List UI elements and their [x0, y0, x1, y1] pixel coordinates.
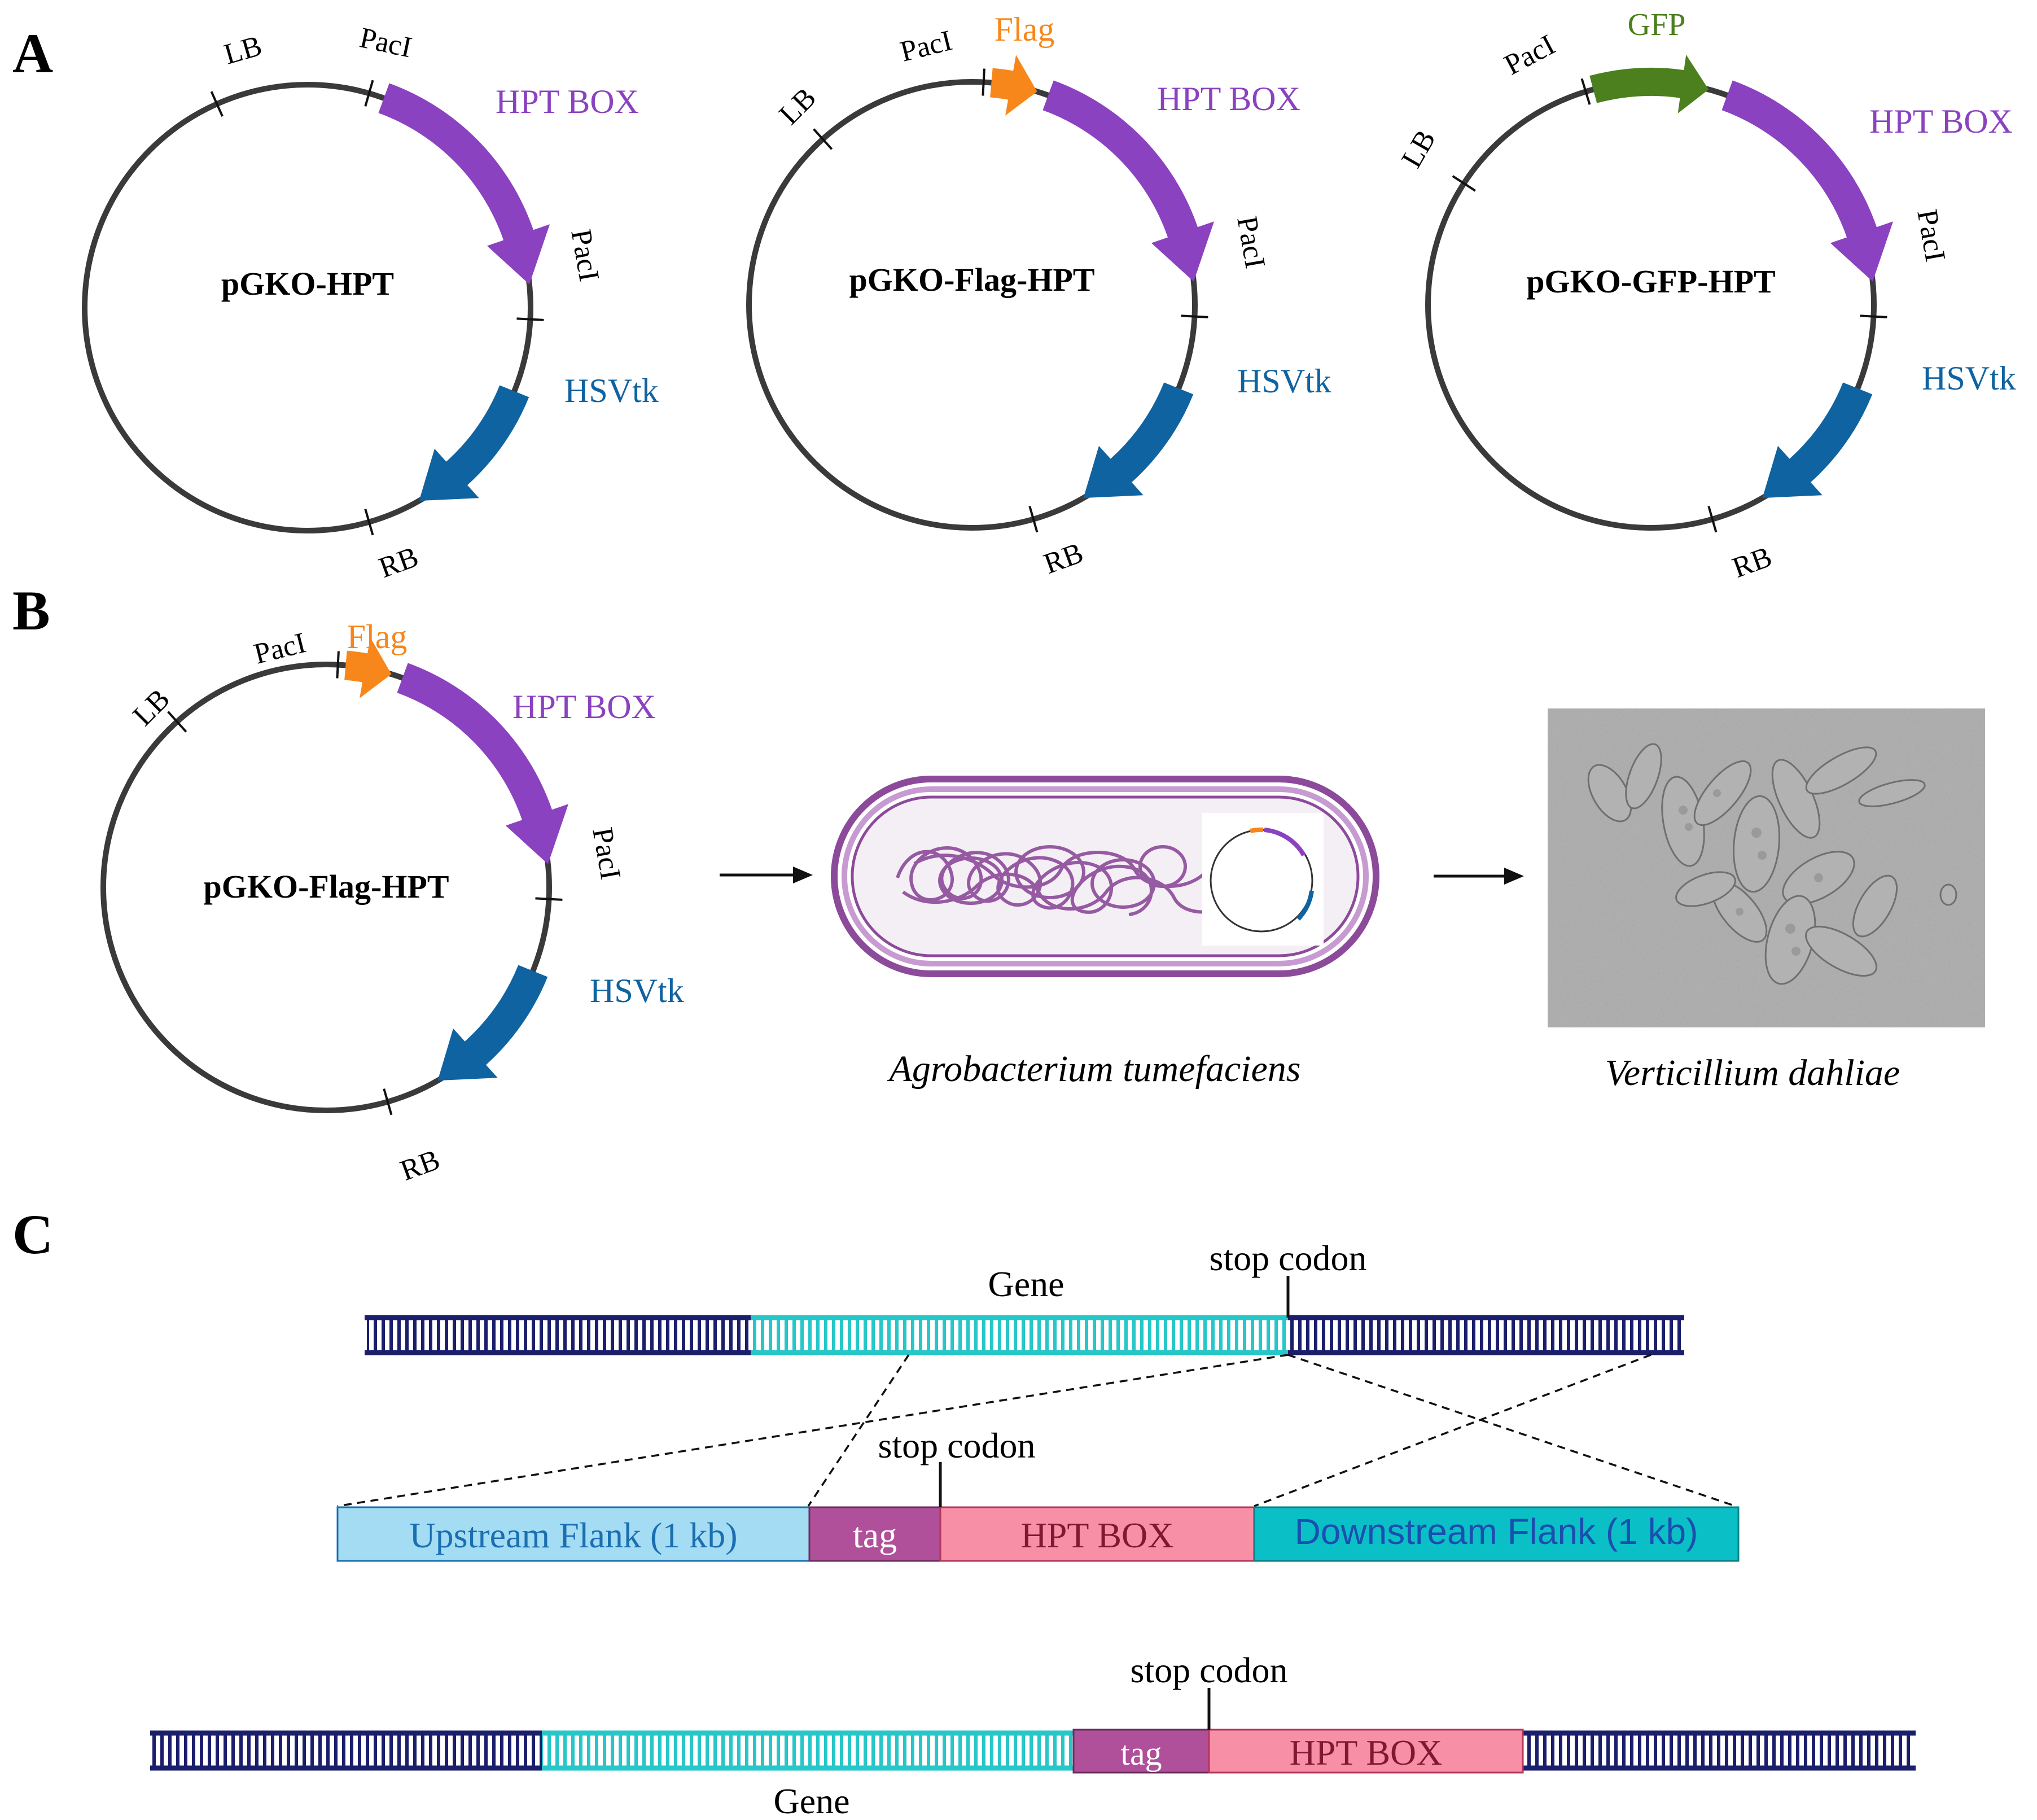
flag-label: Flag [995, 11, 1055, 48]
flag-arrow [990, 55, 1037, 116]
hpt-box-arrow [397, 663, 569, 864]
agrobacterium-cell [831, 776, 1379, 977]
plasmid-name: pGKO-GFP-HPT [1526, 263, 1775, 300]
result-tag-label: tag [1120, 1735, 1162, 1772]
paci-site-label-2: PacI [1911, 207, 1951, 264]
rb-site-tick [1028, 506, 1039, 533]
lb-site-tick [813, 128, 833, 150]
gfp-label: GFP [1628, 7, 1686, 42]
downstream-flank-box [1253, 1506, 1740, 1562]
plasmid-pgko-gfp-hpt: pGKO-GFP-HPT GFP HPT BOX HSVtk LB PacI P… [1395, 7, 2016, 584]
paci-site-tick-2 [516, 317, 544, 321]
plasmid-pgko-flag-hpt-b: pGKO-Flag-HPT Flag HPT BOX HSVtk LB PacI… [100, 618, 684, 1187]
verticillium-micrograph [1548, 708, 1985, 1027]
plasmid-name: pGKO-HPT [221, 265, 394, 302]
hsvtk-label: HSVtk [1922, 360, 2016, 397]
rb-site-label: RB [1728, 541, 1776, 584]
rb-site-label: RB [375, 541, 423, 584]
hpt-box [939, 1506, 1255, 1562]
rb-site-tick [364, 509, 374, 536]
downstream-flank-label: Downstream Flank (1 kb) [1295, 1511, 1698, 1552]
upstream-flank-label: Upstream Flank (1 kb) [409, 1515, 737, 1555]
hsvtk-arrow [1762, 382, 1873, 498]
plasmid-pgko-flag-hpt: pGKO-Flag-HPT Flag HPT BOX HSVtk LB PacI… [746, 11, 1331, 580]
hpt-box-arrow [1042, 80, 1215, 282]
paci-site-tick-1 [1580, 78, 1591, 105]
paci-site-label-2: PacI [564, 227, 605, 284]
paci-site-tick-2 [1860, 314, 1887, 318]
result-hpt-box [1208, 1729, 1524, 1774]
hsvtk-arrow [437, 965, 548, 1081]
tag-label: tag [853, 1515, 897, 1555]
mini-plasmid [1202, 813, 1324, 946]
paci-site-tick-2 [1181, 314, 1208, 318]
genome-stop-codon-label: stop codon [1209, 1238, 1366, 1278]
paci-site-tick-2 [535, 897, 563, 901]
rb-site-tick [1707, 506, 1718, 533]
lb-site-label: LB [221, 30, 266, 71]
paci-site-label-2: PacI [586, 825, 627, 882]
hpt-box-label: HPT BOX [1869, 103, 2013, 140]
gfp-arrow [1589, 54, 1709, 113]
lb-site-tick [210, 91, 224, 117]
hsvtk-label: HSVtk [564, 372, 659, 409]
construct-stop-codon-label: stop codon [878, 1425, 1035, 1465]
paci-site-label-1: PacI [897, 24, 955, 68]
result-tag-box [1072, 1729, 1210, 1774]
upstream-flank-box [336, 1506, 811, 1562]
rb-site-label: RB [396, 1144, 444, 1187]
hsvtk-label: HSVtk [1237, 362, 1331, 400]
genome-dna-track [365, 1276, 1684, 1355]
plasmid-name: pGKO-Flag-HPT [849, 261, 1095, 298]
hpt-box-arrow [1721, 80, 1894, 282]
bacterial-chromosome [896, 845, 1306, 916]
paci-site-label-1: PacI [1499, 29, 1560, 82]
hpt-box-arrow [378, 83, 550, 285]
donor-construct [336, 1462, 1740, 1562]
paci-site-label-2: PacI [1230, 214, 1271, 271]
fungus-caption: Verticillium dahliae [1605, 1052, 1900, 1093]
plasmid-name: pGKO-Flag-HPT [204, 868, 449, 905]
genome-gene-label: Gene [988, 1264, 1064, 1304]
rb-site-tick [383, 1088, 393, 1115]
panel-label-c: C [12, 1203, 53, 1266]
plasmid-backbone [82, 82, 533, 533]
hpt-box-label: HPT BOX [496, 83, 639, 120]
flag-label: Flag [347, 618, 408, 655]
hsvtk-label: HSVtk [590, 972, 684, 1009]
arrow-to-bacterium [720, 867, 813, 883]
paci-site-label-1: PacI [357, 21, 414, 64]
result-hpt-box-label: HPT BOX [1290, 1733, 1443, 1773]
lb-site-label: LB [773, 82, 822, 131]
panel-label-a: A [12, 22, 53, 85]
paci-site-tick-1 [364, 80, 374, 107]
rb-site-label: RB [1040, 537, 1088, 580]
paci-site-tick-1 [982, 68, 985, 96]
lb-site-label: LB [1395, 125, 1442, 173]
hpt-box-label: HPT BOX [512, 688, 656, 725]
hsvtk-arrow [1083, 382, 1194, 498]
lb-site-tick [1452, 175, 1476, 192]
result-gene-label: Gene [773, 1781, 849, 1820]
homology-lines [337, 1354, 1736, 1507]
hsvtk-arrow [419, 385, 529, 501]
lb-site-label: LB [127, 683, 176, 732]
result-dna-track [150, 1688, 1916, 1774]
hpt-box-label: HPT BOX [1157, 80, 1300, 117]
result-stop-codon-label: stop codon [1130, 1650, 1287, 1690]
flag-arrow [344, 637, 392, 698]
plasmid-backbone [100, 662, 552, 1113]
panel-label-b: B [12, 579, 50, 642]
plasmid-pgko-hpt: pGKO-HPT HPT BOX HSVtk LB PacI PacI RB [82, 21, 659, 584]
hpt-box-label: HPT BOX [1021, 1515, 1174, 1555]
bacterium-caption: Agrobacterium tumefaciens [887, 1048, 1301, 1090]
plasmid-backbone [746, 79, 1198, 531]
paci-site-tick-1 [336, 651, 340, 679]
lb-site-tick [167, 711, 187, 733]
arrow-to-fungus [1434, 868, 1524, 885]
